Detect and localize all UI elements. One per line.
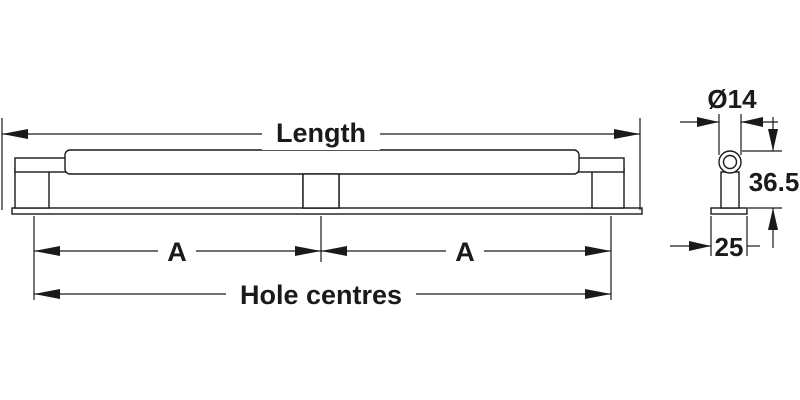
front-view [11, 149, 643, 215]
side-view [710, 150, 748, 215]
centre-spacing-dimension: A A [33, 216, 612, 300]
length-label: Length [276, 118, 366, 148]
height-dimension: 36.5 [742, 117, 800, 248]
hole-centres-label: Hole centres [240, 280, 402, 310]
spacing-label-right: A [455, 237, 475, 267]
handle-bar [64, 149, 580, 175]
height-label: 36.5 [749, 167, 800, 197]
base-width-dimension: 25 [670, 216, 760, 262]
tube-section-inner [722, 154, 738, 170]
diameter-label: Ø14 [707, 84, 757, 114]
length-dimension: Length [1, 114, 641, 210]
left-leg [14, 167, 50, 209]
bar-end-right [576, 157, 625, 173]
bar-end-left [14, 157, 68, 173]
length-arrow-left [2, 129, 28, 139]
right-leg [591, 167, 625, 209]
spacing-label-left: A [167, 237, 187, 267]
centre-leg-front [302, 173, 340, 209]
base-plate [11, 207, 643, 215]
hole-centres-dimension: Hole centres [34, 276, 611, 312]
side-base [710, 207, 748, 215]
base-width-label: 25 [715, 232, 744, 262]
side-leg [720, 171, 740, 209]
diameter-dimension: Ø14 [680, 84, 778, 155]
length-arrow-right [614, 129, 640, 139]
